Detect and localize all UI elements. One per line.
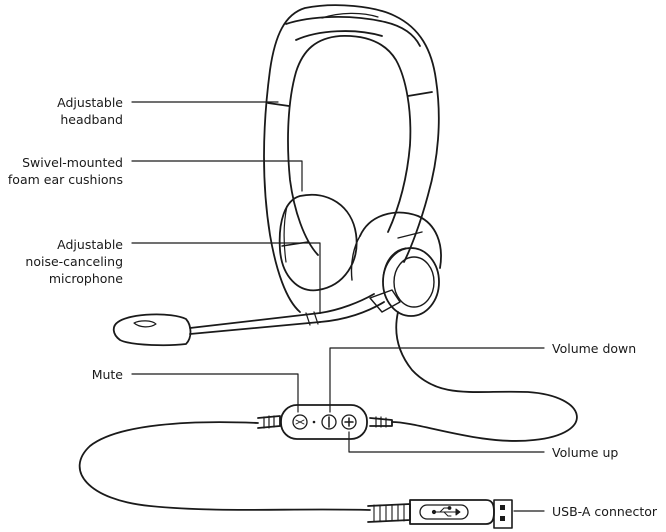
callout-lines bbox=[131, 101, 545, 512]
mute-label: Mute bbox=[91, 367, 123, 382]
volume-down-label: Volume down bbox=[552, 341, 637, 356]
mute-icon bbox=[295, 419, 316, 425]
left-ear-cushion bbox=[278, 193, 358, 292]
microphone-boom bbox=[112, 289, 401, 347]
volume-down-leader bbox=[329, 347, 545, 413]
cushions-leader bbox=[131, 160, 303, 192]
cushions-label: Swivel-mounted foam ear cushions bbox=[7, 155, 123, 187]
headset-cable bbox=[78, 311, 578, 523]
volume-up-icon bbox=[344, 417, 354, 427]
volume-up-label: Volume up bbox=[552, 445, 619, 460]
mute-leader bbox=[131, 373, 299, 413]
headband-shape bbox=[263, 4, 440, 313]
microphone-leader bbox=[131, 242, 321, 313]
inline-control bbox=[280, 404, 368, 440]
headband-label: Adjustable headband bbox=[57, 95, 123, 127]
usb-symbol-icon bbox=[431, 506, 461, 517]
microphone-label: Adjustable noise-canceling microphone bbox=[25, 237, 123, 286]
right-ear-cushion bbox=[350, 211, 442, 317]
volume-up-leader bbox=[348, 431, 545, 453]
usb-label: USB-A connector bbox=[552, 504, 658, 519]
usb-connector bbox=[409, 499, 513, 529]
